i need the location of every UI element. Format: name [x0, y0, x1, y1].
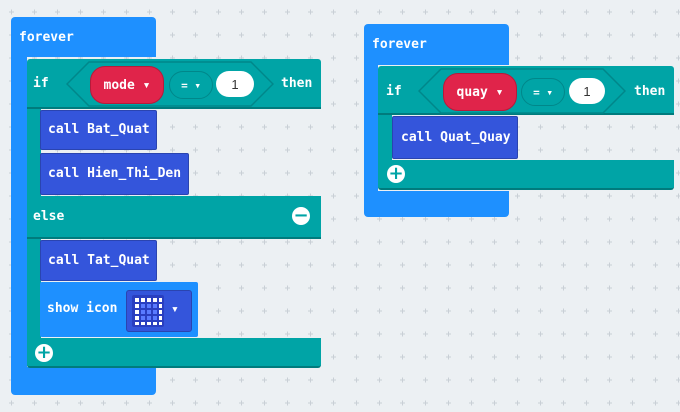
operator-symbol: =: [533, 85, 540, 99]
plus-circle-icon[interactable]: +: [35, 342, 53, 363]
value-text: 1: [231, 76, 239, 92]
if-label: if: [386, 84, 402, 99]
operator-dropdown[interactable]: = ▾: [521, 78, 565, 106]
call-block-quat-quay[interactable]: call Quat_Quay: [392, 116, 518, 159]
plus-circle-icon[interactable]: +: [387, 163, 405, 184]
chevron-down-icon: ▾: [194, 78, 201, 92]
call-label: call Hien_Thi_Den: [48, 166, 182, 181]
then-label: then: [281, 76, 313, 91]
call-block-hien-thi-den[interactable]: call Hien_Thi_Den: [40, 153, 189, 195]
operator-dropdown[interactable]: = ▾: [169, 71, 213, 99]
minus-circle-icon[interactable]: −: [292, 205, 310, 226]
then-label: then: [634, 84, 666, 99]
show-icon-block[interactable]: show icon: [40, 282, 198, 337]
variable-name: quay: [456, 84, 488, 100]
chevron-down-icon: ▾: [171, 302, 179, 317]
show-icon-label: show icon: [47, 301, 118, 316]
call-block-tat-quat[interactable]: call Tat_Quat: [40, 240, 157, 281]
call-block-bat-quat[interactable]: call Bat_Quat: [40, 110, 157, 150]
call-label: call Tat_Quat: [48, 253, 150, 268]
variable-name: mode: [103, 77, 135, 93]
value-input[interactable]: 1: [216, 71, 254, 97]
operator-symbol: =: [181, 78, 188, 92]
call-label: call Quat_Quay: [401, 130, 511, 145]
call-label: call Bat_Quat: [48, 122, 150, 137]
chevron-down-icon: ▾: [495, 84, 504, 100]
chevron-down-icon: ▾: [546, 85, 553, 99]
else-label: else: [33, 209, 65, 224]
forever-label: forever: [19, 30, 74, 45]
value-input[interactable]: 1: [569, 78, 605, 104]
if-label: if: [33, 76, 49, 91]
led-grid-icon: [132, 295, 164, 327]
value-text: 1: [583, 83, 591, 99]
variable-dropdown-mode[interactable]: mode ▾: [90, 66, 164, 104]
forever-label: forever: [372, 37, 427, 52]
variable-dropdown-quay[interactable]: quay ▾: [443, 73, 517, 111]
led-icon-picker[interactable]: ▾: [126, 290, 192, 332]
chevron-down-icon: ▾: [142, 77, 151, 93]
